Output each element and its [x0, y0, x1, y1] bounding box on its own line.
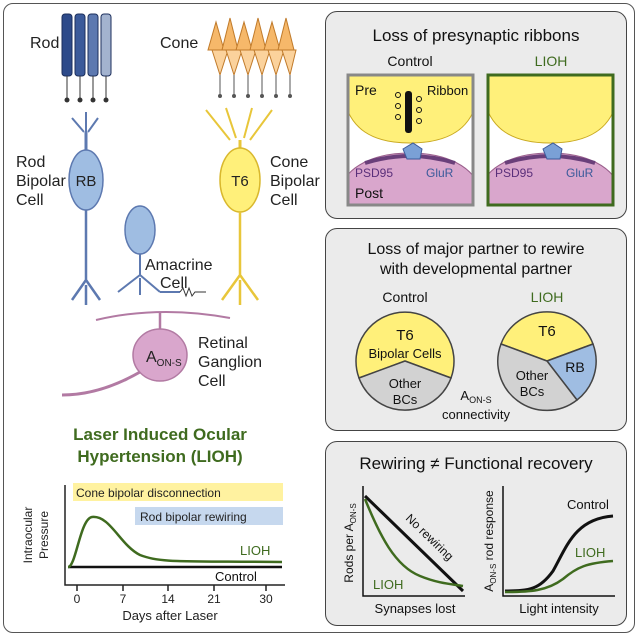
lioh-title: Laser Induced Ocular Hypertension (LIOH) [73, 425, 247, 466]
rod-response-graph: Control LIOH AON-S rod response Light in… [482, 486, 615, 616]
glur-receptor-2 [542, 142, 563, 160]
cone-label: Cone [160, 35, 198, 52]
glur-label-1: GluR [426, 166, 454, 180]
panel2-title-2: with developmental partner [379, 261, 573, 278]
graph-y-axis [64, 485, 285, 586]
panel2-lioh-label: LIOH [531, 289, 564, 305]
rods-vs-synapses-graph: No rewiring LIOH Rods per AON-S Synapses… [342, 486, 465, 616]
panel1-title: Loss of presynaptic ribbons [373, 26, 580, 45]
aons-connectivity-label: AON-S [460, 388, 491, 405]
rgc-label-2: Ganglion [198, 354, 262, 371]
lioh-pie-rb-slice [545, 343, 597, 402]
g2-lioh-label: LIOH [575, 545, 605, 560]
panel1-control-label: Control [387, 53, 432, 69]
rod-bipolar-label-2: Bipolar [16, 173, 66, 190]
control-pie-bipolar-label: Bipolar Cells [369, 346, 442, 361]
tick-14: 14 [161, 592, 175, 606]
amacrine-label-1: Amacrine [145, 257, 213, 274]
g1-lioh-label: LIOH [373, 577, 403, 592]
g2-lioh-curve [504, 559, 614, 594]
lioh-pie-t6-label: T6 [538, 323, 556, 340]
control-pie-other-label-1: Other [389, 376, 422, 391]
panel1-lioh-label: LIOH [535, 53, 568, 69]
cone-bipolar-label-1: Cone [270, 154, 308, 171]
amacrine-label-2: Cell [160, 275, 188, 292]
rod-bipolar-label-1: Rod [16, 154, 45, 171]
lioh-title-line-2: Hypertension (LIOH) [77, 447, 242, 466]
retinal-ganglion-cell [61, 311, 231, 397]
control-synapse: Pre Ribbon PSD95 GluR Post [346, 73, 475, 207]
rod-photoreceptors [61, 13, 112, 103]
no-rewiring-line [363, 494, 465, 593]
control-pie [355, 311, 455, 411]
control-pie-t6-slice [355, 311, 455, 379]
post-label: Post [355, 185, 383, 201]
no-rewiring-label: No rewiring [403, 511, 456, 563]
g1-ylabel: Rods per AON-S [342, 503, 358, 582]
graph-control-label: Control [215, 569, 257, 584]
lioh-synapse: PSD95 GluR [486, 73, 615, 207]
cone-bipolar-label-2: Bipolar [270, 173, 320, 190]
lioh-pie-other-slice [497, 343, 579, 412]
tick-7: 7 [120, 592, 127, 606]
lioh-pie-other-label-1: Other [516, 368, 549, 383]
graph-ylabel-2: Pressure [37, 511, 51, 559]
psd95-label-2: PSD95 [495, 166, 533, 180]
glur-label-2: GluR [566, 166, 594, 180]
aons-label: AON-S [146, 349, 182, 369]
glur-receptor-1 [402, 142, 423, 160]
tick-30: 30 [259, 592, 273, 606]
cone-bipolar-label-3: Cell [270, 192, 298, 209]
psd95-label-1: PSD95 [355, 166, 393, 180]
lioh-pie-other-label-2: BCs [520, 384, 545, 399]
panel-ribbons-content: Loss of presynaptic ribbons Control LIOH… [346, 26, 615, 207]
figure-frame [3, 3, 635, 633]
cone-photoreceptors [207, 17, 297, 77]
rod-label: Rod [30, 35, 59, 52]
lioh-curve [67, 515, 283, 569]
rod-bipolar-cell [68, 112, 104, 305]
control-pie-other-label-2: BCs [393, 392, 418, 407]
pre-label: Pre [355, 82, 377, 98]
rgc-label-1: Retinal [198, 335, 248, 352]
g2-control-curve [504, 514, 614, 593]
cone-disconnection-band [73, 483, 283, 501]
rod-bipolar-label-3: Cell [16, 192, 44, 209]
rgc-label-3: Cell [198, 373, 226, 390]
iop-graph: Cone bipolar disconnection Rod bipolar r… [21, 483, 285, 623]
control-pie-t6-label: T6 [396, 327, 414, 344]
ribbon-label: Ribbon [427, 83, 468, 98]
band-yellow-label: Cone bipolar disconnection [76, 486, 221, 500]
tick-21: 21 [207, 592, 221, 606]
ribbon-bar [405, 91, 412, 133]
lioh-title-line-1: Laser Induced Ocular [73, 425, 247, 444]
g1-lioh-curve [363, 498, 464, 588]
graph-ylabel-1: Intraocular [21, 507, 35, 564]
g2-control-label: Control [567, 497, 609, 512]
control-pie-other-slice [358, 360, 452, 411]
lioh-pie-t6-slice [500, 311, 594, 362]
g1-xlabel: Synapses lost [375, 601, 456, 616]
retina-circuit-diagram: Rod Cone RB T6 Rod Bipolar Cell Cone Bip… [16, 13, 320, 397]
tick-0: 0 [74, 592, 81, 606]
g2-ylabel: AON-S rod response [482, 490, 498, 592]
graph-xlabel: Days after Laser [122, 608, 218, 623]
t6-label: T6 [231, 173, 249, 190]
panel-recovery-content: Rewiring ≠ Functional recovery No rewiri… [342, 454, 615, 616]
rb-label: RB [76, 173, 97, 190]
panel3-title: Rewiring ≠ Functional recovery [359, 454, 593, 473]
cone-bipolar-cell [205, 107, 273, 305]
graph-lioh-label: LIOH [240, 543, 270, 558]
g2-xlabel: Light intensity [519, 601, 599, 616]
rod-rewiring-band [135, 507, 283, 525]
lioh-pie [497, 311, 597, 412]
amacrine-cell [117, 205, 206, 298]
lioh-pie-rb-label: RB [565, 359, 584, 375]
panel2-control-label: Control [382, 289, 427, 305]
connectivity-label: connectivity [442, 407, 510, 422]
panel-rewiring-content: Loss of major partner to rewire with dev… [355, 241, 597, 422]
panel2-title-1: Loss of major partner to rewire [368, 241, 585, 258]
band-blue-label: Rod bipolar rewiring [140, 510, 247, 524]
